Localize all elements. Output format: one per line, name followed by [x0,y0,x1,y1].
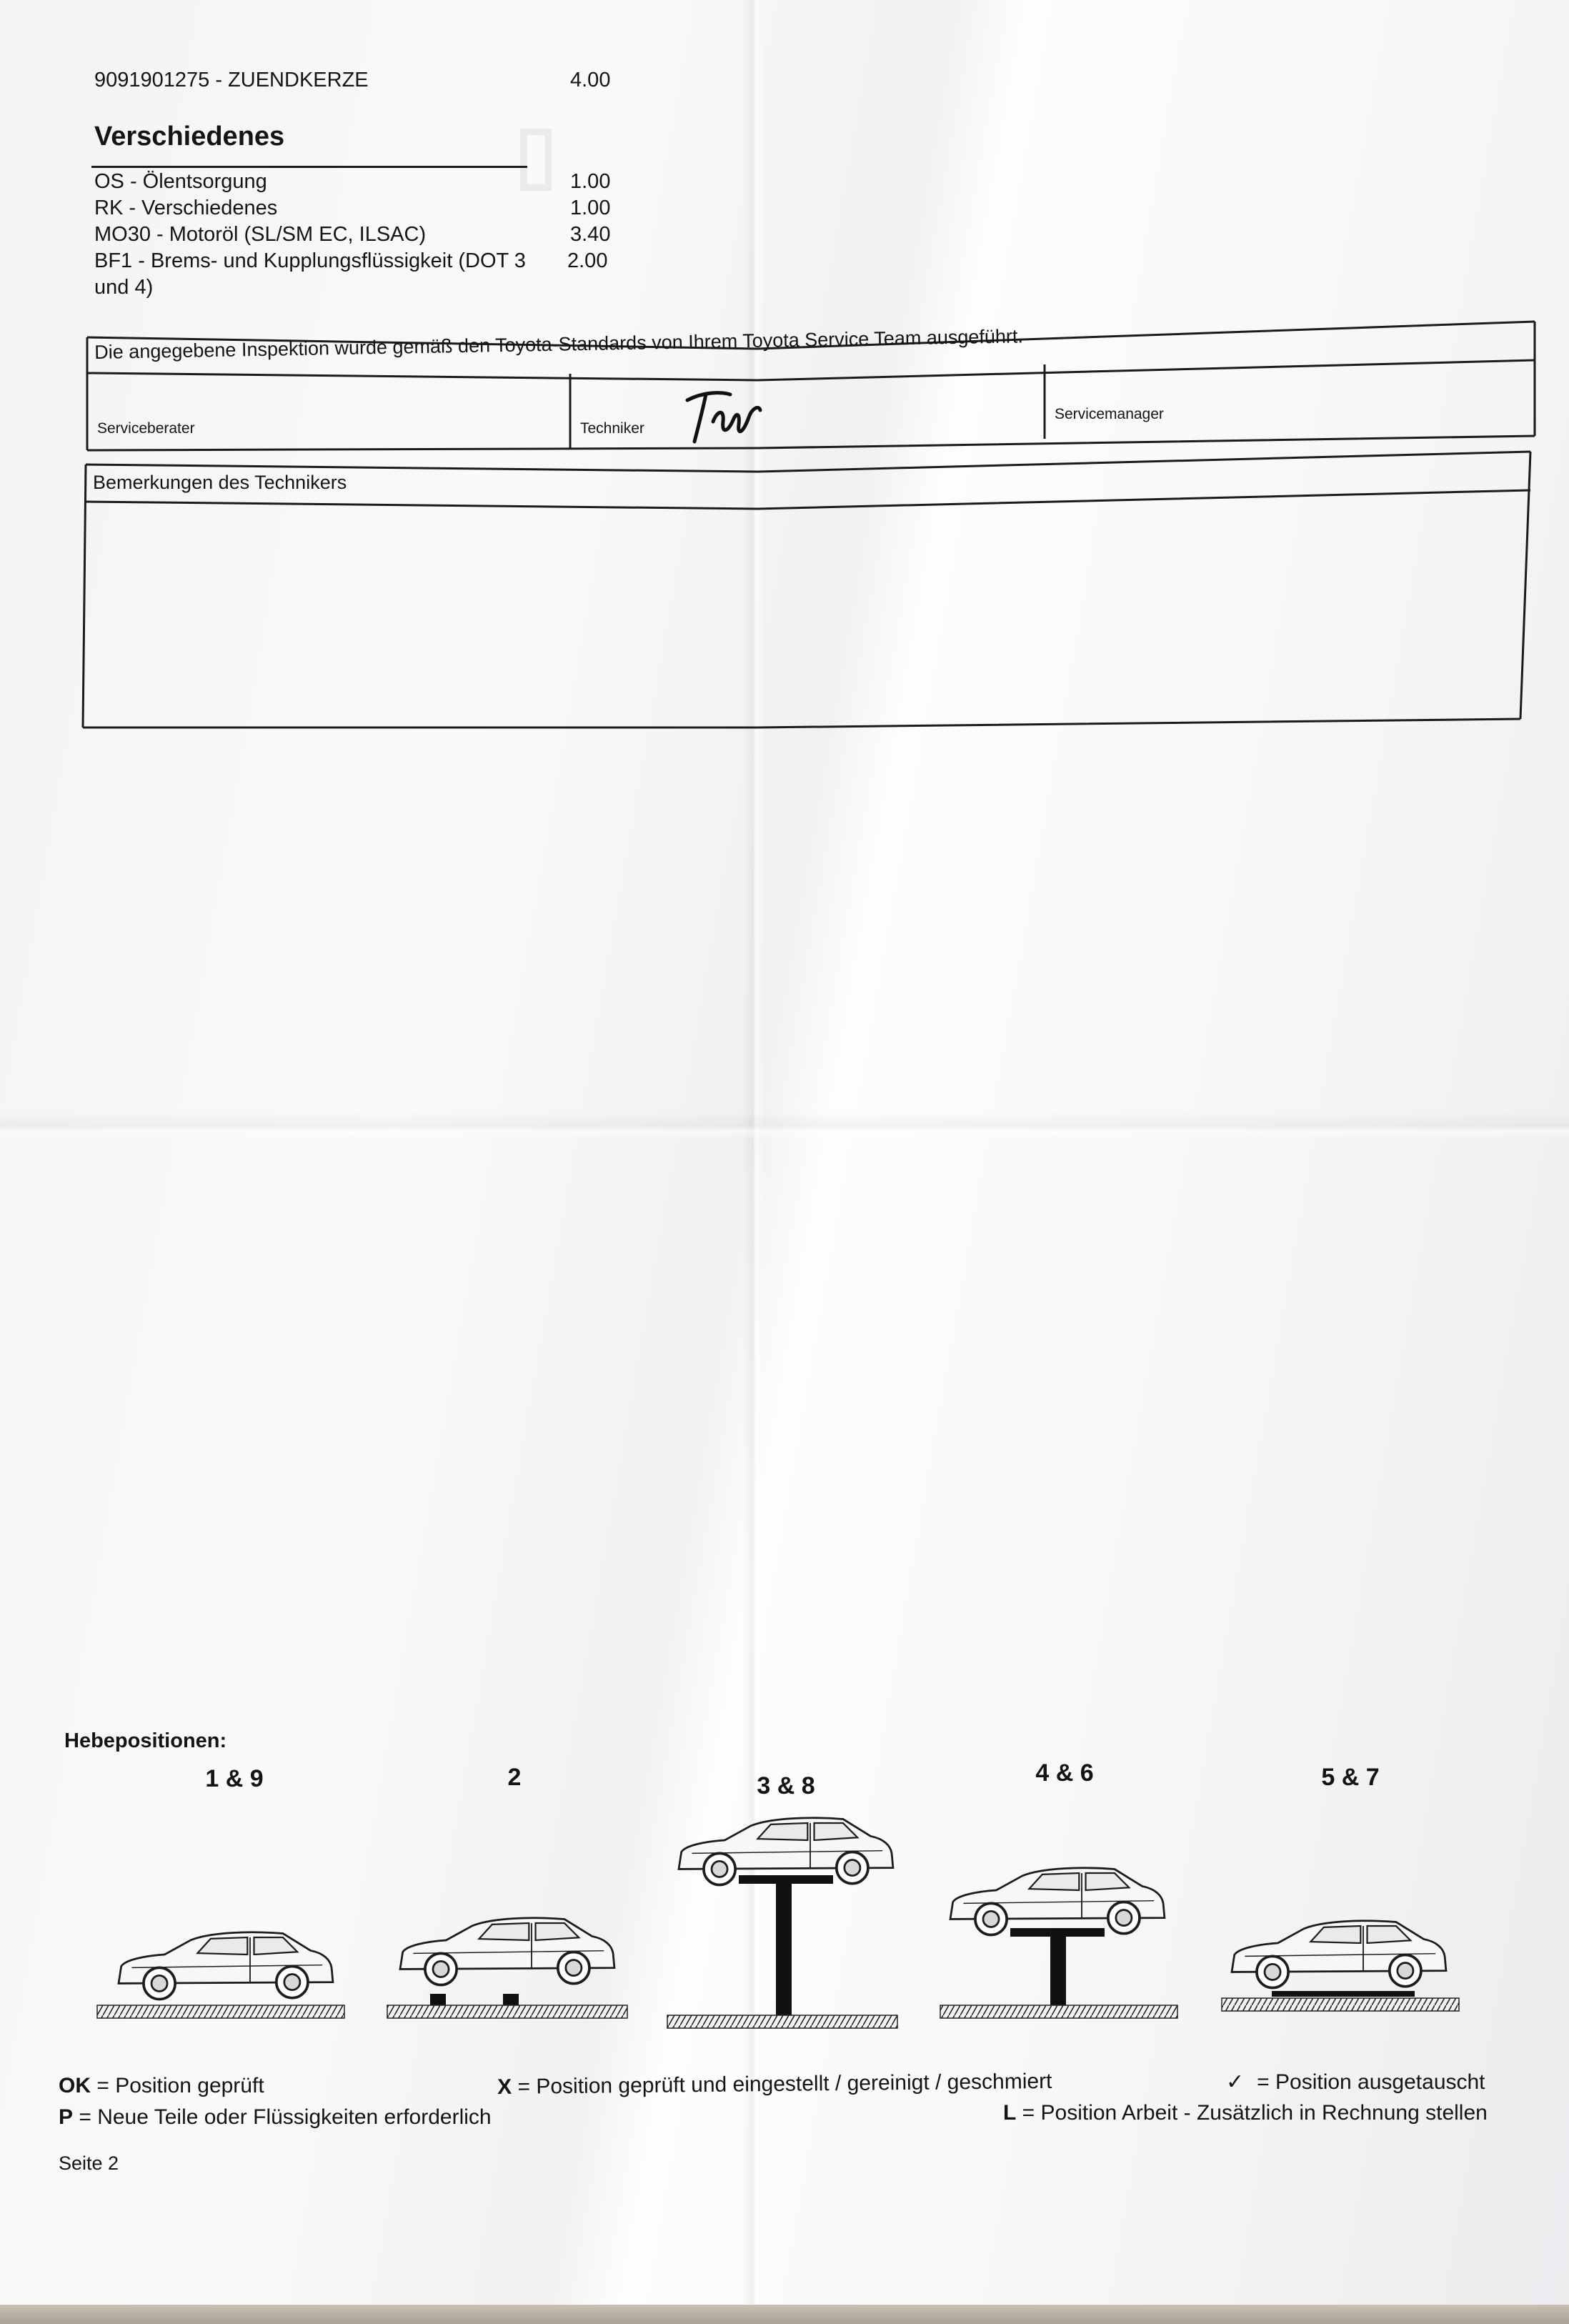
part-qty: 4.00 [570,69,611,91]
misc-row-1-desc: OS - Ölentsorgung [94,170,267,193]
misc-row-2-qty: 1.00 [570,197,611,219]
remarks-title: Bemerkungen des Technikers [93,472,347,493]
misc-row-3-desc: MO30 - Motoröl (SL/SM EC, ILSAC) [94,223,427,246]
lift-5-car-icon [1221,1919,1460,2012]
lift-1-car-icon [96,1930,345,2019]
page-number: Seite 2 [59,2152,119,2174]
service-advisor-label: Serviceberater [97,420,195,437]
inspection-box-lines [81,320,1536,729]
vertical-fold [743,0,764,2305]
lift-position-4-label: 4 & 6 [1035,1759,1094,1787]
lift-2-car-icon [387,1916,628,2019]
table-surface [0,2305,1569,2324]
lift-position-1-label: 1 & 9 [205,1765,264,1792]
lift-position-3-label: 3 & 8 [757,1772,815,1799]
part-item: 9091901275 - ZUENDKERZE [94,69,369,91]
legend-check: ✓= Position ausgetauscht [1226,2070,1485,2094]
misc-row-4-desc-cont: und 4) [94,276,154,299]
misc-row-2-desc: RK - Verschiedenes [94,197,278,219]
misc-row-4-desc: BF1 - Brems- und Kupplungsflüssigkeit (D… [94,249,526,272]
technician-signature-icon [685,391,762,444]
service-manager-label: Servicemanager [1055,406,1164,422]
horizontal-fold [0,1111,1569,1140]
misc-heading: Verschiedenes [94,121,285,152]
legend-x: X = Position geprüft und eingestellt / g… [497,2069,1052,2099]
legend-l: L = Position Arbeit - Zusätzlich in Rech… [1003,2101,1488,2125]
misc-row-1-qty: 1.00 [570,170,611,193]
lift-4-car-icon [940,1866,1178,2019]
checkmark-icon: ✓ [1226,2070,1245,2094]
legend-p: P = Neue Teile oder Flüssigkeiten erford… [59,2105,492,2129]
lift-position-5-label: 5 & 7 [1321,1764,1380,1791]
technician-label: Techniker [580,420,644,437]
reverse-side-ghost: ▯ [514,109,558,197]
misc-heading-rule [91,166,527,168]
lift-3-car-icon [667,1816,898,2029]
lift-position-2-label: 2 [507,1764,522,1791]
lift-diagrams [96,1816,1460,2029]
legend-ok: OK = Position geprüft [59,2074,264,2097]
lift-title: Hebepositionen: [64,1729,227,1752]
misc-row-3-qty: 3.40 [570,223,611,246]
misc-row-4-qty: 2.00 [567,249,608,272]
